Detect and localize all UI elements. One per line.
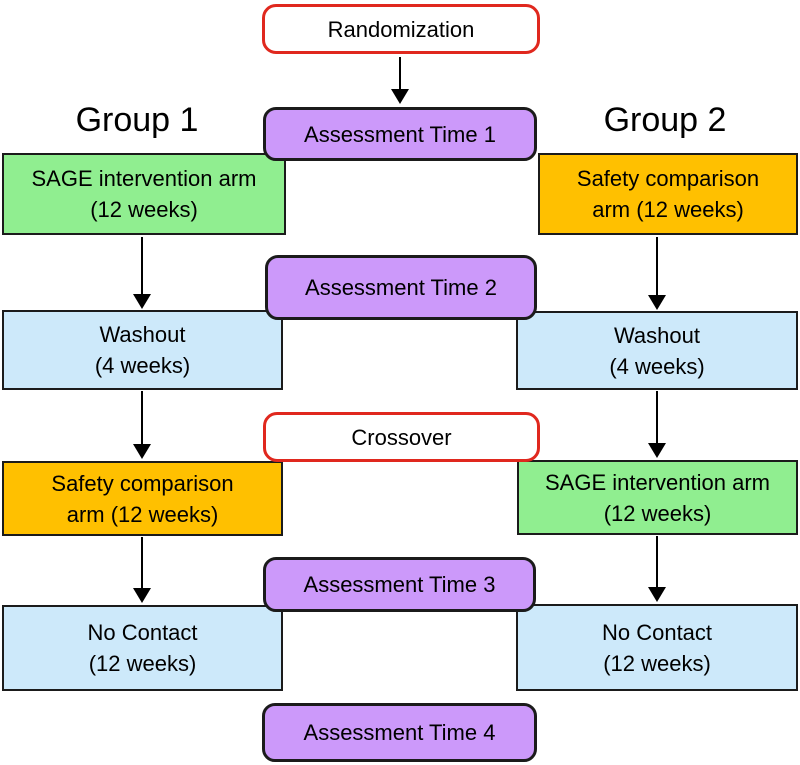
group2-no-contact-line2: (12 weeks)	[603, 650, 711, 676]
group2-sage-intervention-line1: SAGE intervention arm	[545, 469, 770, 495]
arrow-group2-arm2-to-no-contact-icon	[648, 536, 666, 602]
randomization-label: Randomization	[327, 16, 475, 42]
crossover-label: Crossover	[351, 424, 452, 450]
group1-sage-intervention-box: SAGE intervention arm (12 weeks)	[2, 153, 286, 235]
group2-sage-intervention-box: SAGE intervention arm (12 weeks)	[517, 460, 798, 535]
arrow-group1-arm1-to-washout-icon	[133, 237, 151, 309]
group2-safety-comparison-box: Safety comparison arm (12 weeks)	[538, 153, 798, 235]
group1-no-contact-line2: (12 weeks)	[88, 651, 197, 676]
group1-safety-comparison-line2: arm (12 weeks)	[66, 501, 219, 527]
assessment-time-1-box: Assessment Time 1	[263, 107, 537, 161]
arrow-group1-arm2-to-no-contact-icon	[133, 537, 151, 603]
arrow-group1-washout-to-arm2-icon	[133, 391, 151, 459]
assessment-time-2-box: Assessment Time 2	[265, 255, 537, 320]
assessment-time-4-box: Assessment Time 4	[262, 703, 537, 762]
group1-safety-comparison-box: Safety comparison arm (12 weeks)	[2, 461, 283, 536]
group1-washout-box: Washout (4 weeks)	[2, 310, 283, 390]
group-2-header: Group 2	[603, 101, 727, 139]
group1-no-contact-box: No Contact (12 weeks)	[2, 605, 283, 691]
group2-sage-intervention-line2: (12 weeks)	[603, 500, 712, 526]
group2-safety-comparison-line2: arm (12 weeks)	[592, 197, 744, 222]
group1-sage-intervention-line2: (12 weeks)	[90, 197, 198, 222]
assessment-time-2-label: Assessment Time 2	[305, 275, 497, 300]
group1-sage-intervention-line1: SAGE intervention arm	[31, 166, 257, 191]
arrow-group2-washout-to-arm2-icon	[648, 391, 666, 458]
assessment-time-4-label: Assessment Time 4	[303, 720, 496, 745]
group2-washout-box: Washout (4 weeks)	[516, 311, 798, 390]
group2-safety-comparison-line1: Safety comparison	[576, 166, 760, 191]
group2-no-contact-box: No Contact (12 weeks)	[516, 604, 798, 691]
group2-no-contact-line1: No Contact	[601, 619, 713, 645]
assessment-time-3-label: Assessment Time 3	[303, 572, 496, 597]
group-1-header: Group 1	[75, 101, 199, 139]
crossover-box: Crossover	[263, 412, 540, 462]
randomization-box: Randomization	[262, 4, 540, 54]
assessment-time-3-box: Assessment Time 3	[263, 557, 536, 612]
arrow-group2-arm1-to-washout-icon	[648, 237, 666, 310]
group1-safety-comparison-line1: Safety comparison	[51, 470, 234, 496]
group2-washout-line1: Washout	[613, 322, 700, 348]
group1-washout-line1: Washout	[99, 322, 186, 347]
arrow-randomization-to-assessment1-icon	[391, 57, 409, 104]
group1-washout-line2: (4 weeks)	[94, 353, 191, 378]
assessment-time-1-label: Assessment Time 1	[304, 121, 496, 147]
group1-no-contact-line1: No Contact	[87, 620, 198, 645]
group2-washout-line2: (4 weeks)	[609, 353, 705, 379]
